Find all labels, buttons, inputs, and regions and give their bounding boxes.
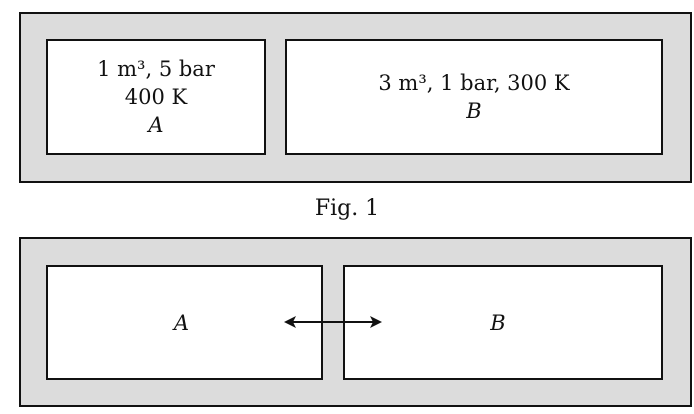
fig2-chamber-b: B	[343, 265, 663, 380]
chamber-a-label: A	[148, 113, 164, 137]
chamber-b-label: B	[490, 310, 506, 335]
fig2-chamber-a: A	[46, 265, 323, 380]
chamber-b-label: B	[466, 99, 482, 123]
fig1-chamber-a: 1 m³, 5 bar 400 K A	[46, 39, 266, 155]
fig1-chamber-b: 3 m³, 1 bar, 300 K B	[285, 39, 663, 155]
fig1-caption: Fig. 1	[314, 196, 380, 221]
chamber-b-conditions: 3 m³, 1 bar, 300 K	[378, 71, 570, 95]
chamber-a-temperature: 400 K	[124, 85, 188, 109]
chamber-a-label: A	[173, 310, 190, 335]
chamber-a-conditions: 1 m³, 5 bar	[97, 57, 215, 81]
